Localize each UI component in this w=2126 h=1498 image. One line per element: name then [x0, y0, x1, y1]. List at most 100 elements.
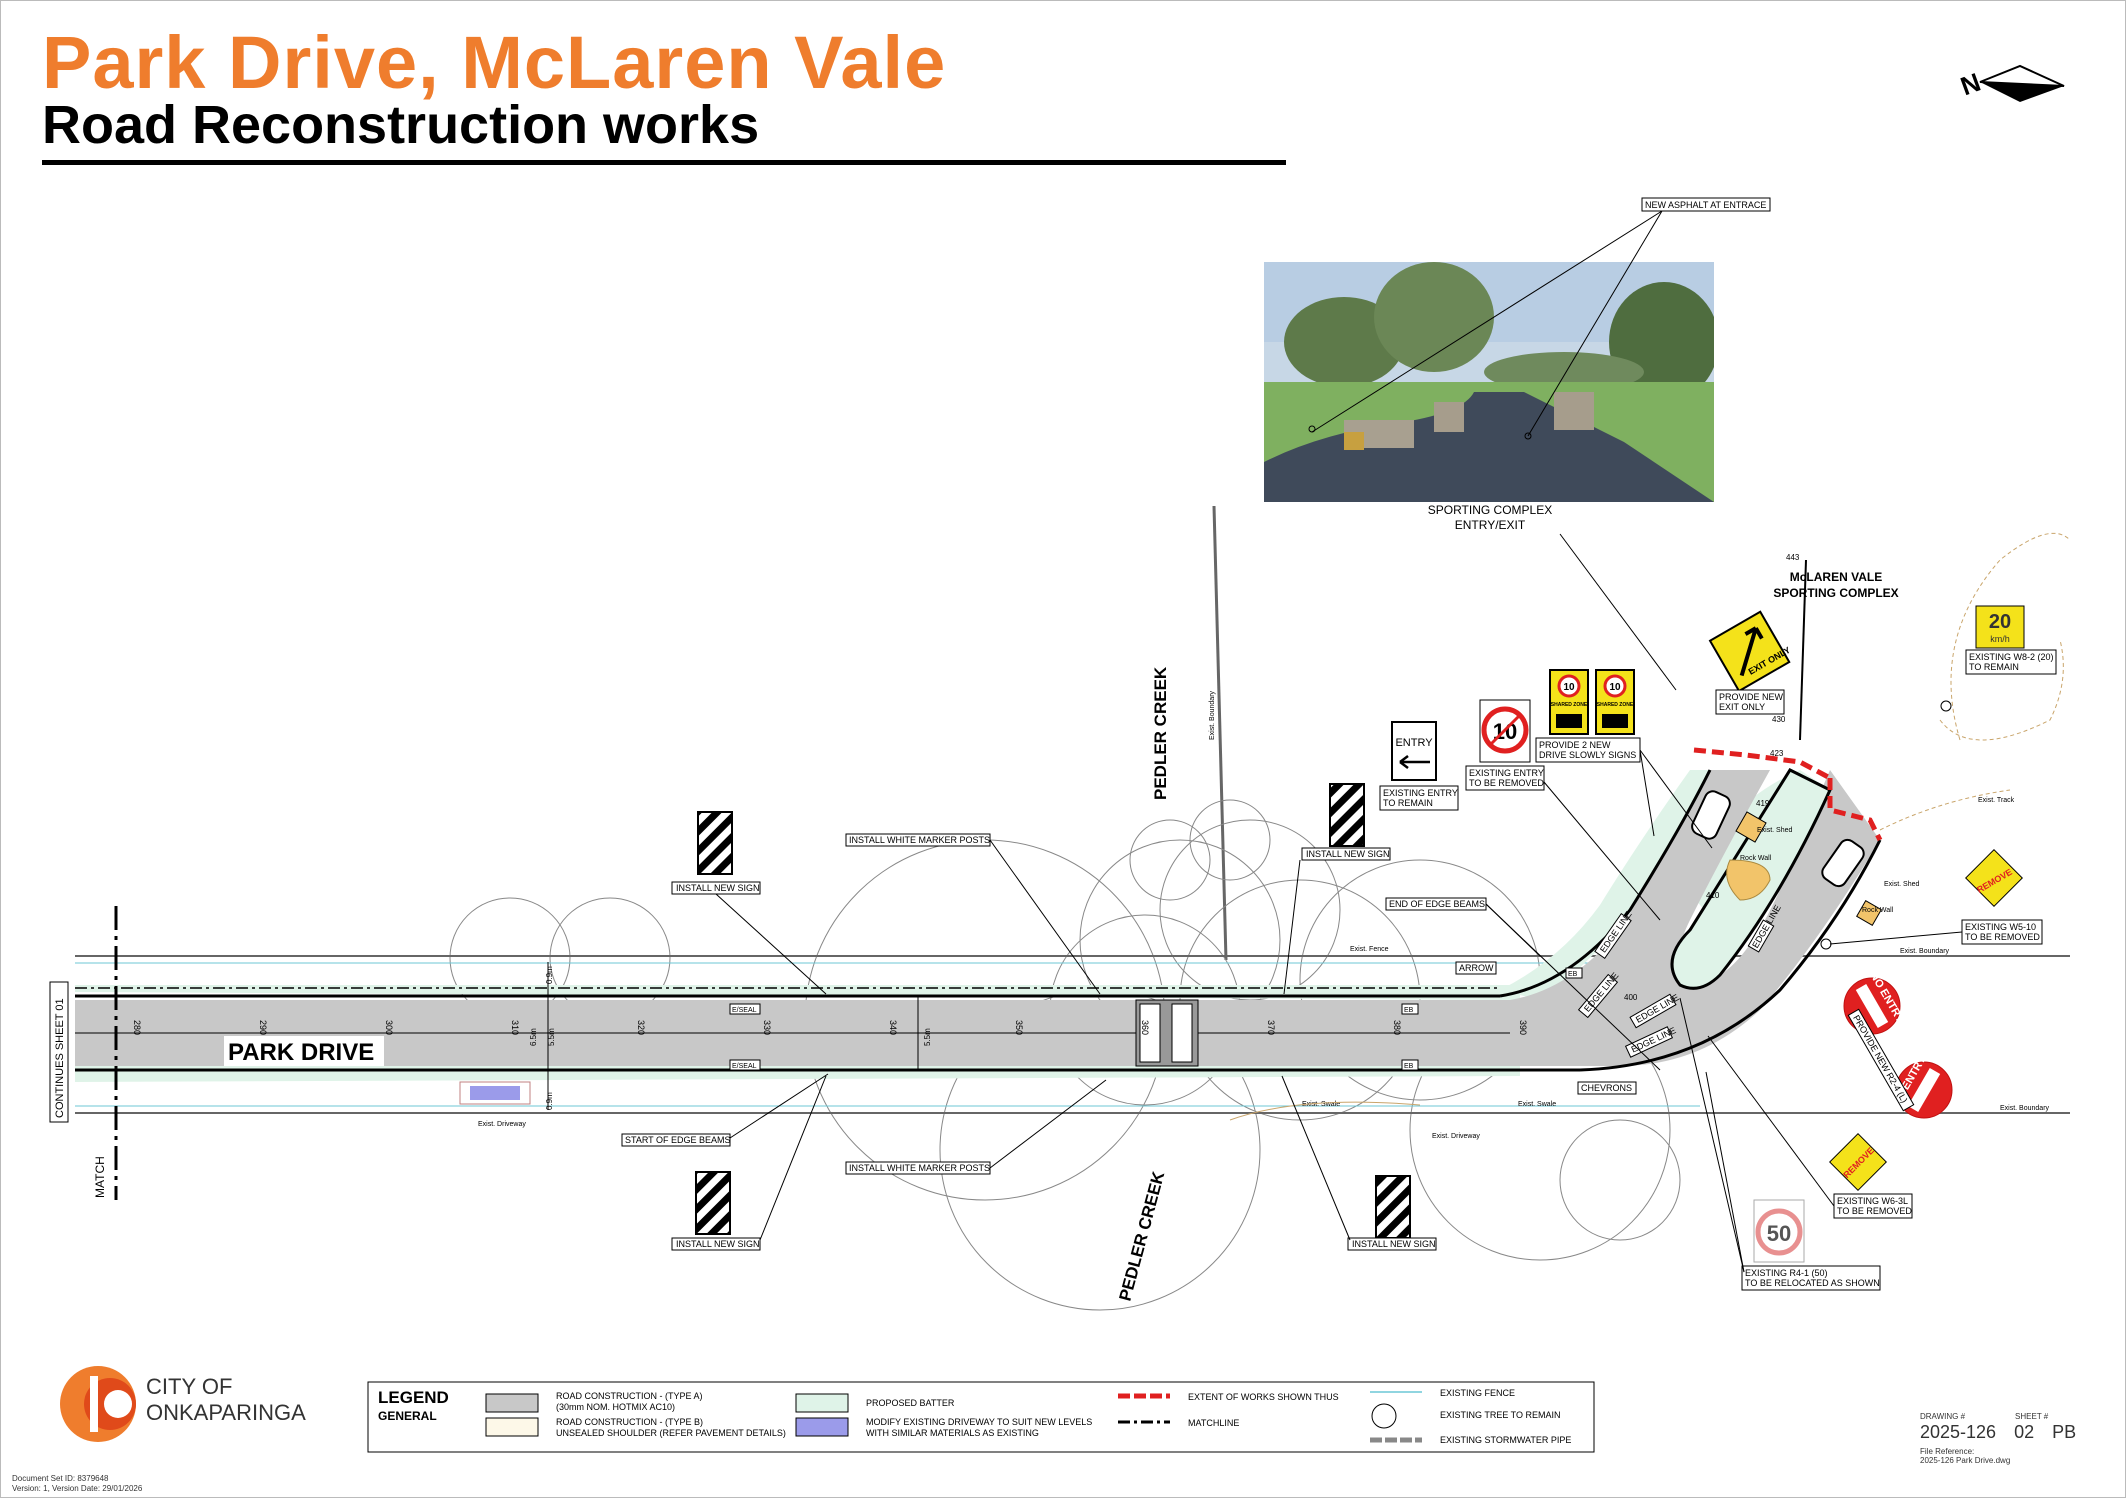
callout-drive-slowly-2: DRIVE SLOWLY SIGNS [1539, 750, 1636, 760]
label-exist-driveway-left: Exist. Driveway [478, 1121, 526, 1128]
chainage-419: 419 [1756, 799, 1770, 808]
label-exist-shed-1: Exist. Shed [1757, 827, 1793, 834]
matchline-label: MATCH [93, 1156, 107, 1198]
label-exist-boundary-top: Exist. Boundary [1209, 690, 1216, 740]
document-info: Document Set ID: 8379648 Version: 1, Ver… [12, 1474, 143, 1493]
svg-text:5.5m: 5.5m [547, 1028, 556, 1046]
callout-install-sign-2: INSTALL NEW SIGN [1306, 849, 1390, 859]
label-eseal-1: E/SEAL [732, 1007, 757, 1014]
svg-text:10: 10 [1563, 682, 1575, 693]
label-exist-track: Exist. Track [1978, 797, 2015, 804]
remove-sign-icon: REMOVE [1965, 849, 2023, 907]
chainage-423: 423 [1770, 749, 1784, 758]
callout-existing-entry-removed-1: EXISTING ENTRY [1469, 768, 1544, 778]
svg-text:360: 360 [1140, 1020, 1150, 1035]
label-rock-wall-2: Rock Wall [1862, 907, 1894, 914]
callout-start-edge-beams: START OF EDGE BEAMS [625, 1135, 731, 1145]
svg-text:390: 390 [1518, 1020, 1528, 1035]
svg-text:SHARED ZONE: SHARED ZONE [1597, 702, 1634, 708]
svg-text:280: 280 [132, 1020, 142, 1035]
label-exist-swale-1: Exist. Swale [1302, 1101, 1340, 1108]
speed-limit-50-sign-icon: 50 [1753, 1199, 1805, 1263]
chainage-443: 443 [1786, 553, 1800, 562]
entry-sign-icon: ENTRY [1391, 721, 1437, 781]
label-eb-3: EB [1568, 971, 1578, 978]
legend-type-b-2: UNSEALED SHOULDER (REFER PAVEMENT DETAIL… [556, 1428, 786, 1438]
svg-text:50: 50 [1767, 1221, 1791, 1246]
legend-tree: EXISTING TREE TO REMAIN [1440, 1410, 1561, 1420]
label-exist-boundary-bottom: Exist. Boundary [2000, 1105, 2050, 1112]
callout-w63l-2: TO BE REMOVED [1837, 1206, 1912, 1216]
continues-sheet-label: CONTINUES SHEET 01 [54, 998, 66, 1118]
svg-text:10: 10 [1609, 682, 1621, 693]
hazard-marker-icon [695, 783, 1411, 1239]
svg-text:370: 370 [1266, 1020, 1276, 1035]
callout-chevrons: CHEVRONS [1581, 1083, 1632, 1093]
svg-text:380: 380 [1392, 1020, 1402, 1035]
svg-text:0.9m: 0.9m [545, 966, 554, 984]
label-exist-shed-2: Exist. Shed [1884, 881, 1920, 888]
photo-caption-2: ENTRY/EXIT [1455, 518, 1526, 532]
north-arrow-icon: N [1960, 64, 2065, 102]
remove-sign-icon: REMOVE [1829, 1133, 1887, 1191]
callout-new-asphalt: NEW ASPHALT AT ENTRACE [1645, 200, 1766, 210]
speed-advisory-20-sign-icon: 20 km/h [1975, 605, 2025, 649]
city-logo [60, 1366, 136, 1442]
callout-install-sign-4: INSTALL NEW SIGN [1352, 1239, 1436, 1249]
legend-extent: EXTENT OF WORKS SHOWN THUS [1188, 1392, 1339, 1402]
callout-existing-entry-remain-1: EXISTING ENTRY [1383, 788, 1458, 798]
callout-r41-1: EXISTING R4-1 (50) [1745, 1268, 1828, 1278]
creek-name-bottom: PEDLER CREEK [1116, 1169, 1169, 1303]
callout-drive-slowly-1: PROVIDE 2 NEW [1539, 740, 1611, 750]
chainage-410: 410 [1706, 891, 1720, 900]
callout-w510-1: EXISTING W5-10 [1965, 922, 2036, 932]
label-exist-driveway-right: Exist. Driveway [1432, 1133, 1480, 1140]
svg-text:350: 350 [1014, 1020, 1024, 1035]
legend-batter: PROPOSED BATTER [866, 1398, 955, 1408]
svg-text:SHARED ZONE: SHARED ZONE [1551, 702, 1588, 708]
legend-driveway-1: MODIFY EXISTING DRIVEWAY TO SUIT NEW LEV… [866, 1417, 1092, 1427]
legend-title: LEGEND [378, 1388, 449, 1407]
chainage-ticks: 280 290 300 310 320 330 340 350 360 370 … [132, 1020, 1528, 1035]
legend-matchline: MATCHLINE [1188, 1418, 1239, 1428]
complex-name-1: McLAREN VALE [1790, 570, 1882, 584]
svg-text:310: 310 [510, 1020, 520, 1035]
car-icon [1691, 790, 1731, 840]
page-subtitle: Road Reconstruction works [42, 95, 760, 155]
creek-name-top: PEDLER CREEK [1151, 666, 1170, 800]
road-name: PARK DRIVE [228, 1039, 374, 1066]
svg-text:6.5m: 6.5m [529, 1028, 538, 1046]
city-logo-text: CITY OF ONKAPARINGA [146, 1374, 306, 1425]
label-eb-1: EB [1404, 1007, 1414, 1014]
callout-exit-only-2: EXIT ONLY [1719, 702, 1765, 712]
page-title: Park Drive, McLaren Vale [42, 21, 947, 104]
label-rock-wall-1: Rock Wall [1740, 855, 1772, 862]
legend-type-b-1: ROAD CONSTRUCTION - (TYPE B) [556, 1417, 703, 1427]
callout-white-markers-bottom: INSTALL WHITE MARKER POSTS [849, 1163, 990, 1173]
callout-w510-2: TO BE REMOVED [1965, 932, 2040, 942]
callout-install-sign-3: INSTALL NEW SIGN [676, 1239, 760, 1249]
svg-text:340: 340 [888, 1020, 898, 1035]
chainage-400: 400 [1624, 993, 1638, 1002]
svg-text:290: 290 [258, 1020, 268, 1035]
legend-fence: EXISTING FENCE [1440, 1388, 1515, 1398]
callout-r41-2: TO BE RELOCATED AS SHOWN [1745, 1278, 1880, 1288]
complex-name-2: SPORTING COMPLEX [1773, 586, 1898, 600]
entrance-photo [1264, 262, 1714, 502]
svg-text:20: 20 [1989, 611, 2011, 633]
label-eseal-2: E/SEAL [732, 1063, 757, 1070]
callout-w82-1: EXISTING W8-2 (20) [1969, 652, 2054, 662]
legend-driveway-2: WITH SIMILAR MATERIALS AS EXISTING [866, 1428, 1039, 1438]
svg-text:5.5m: 5.5m [923, 1028, 932, 1046]
legend-subtitle: GENERAL [378, 1409, 437, 1423]
photo-caption-1: SPORTING COMPLEX [1428, 503, 1552, 517]
legend-pipe: EXISTING STORMWATER PIPE [1440, 1435, 1571, 1445]
label-exist-fence: Exist. Fence [1350, 946, 1389, 953]
car-icon [1821, 838, 1865, 888]
speed-limit-10-sign-icon: 10 [1479, 699, 1531, 763]
callout-exit-only-1: PROVIDE NEW [1719, 692, 1784, 702]
callout-arrow: ARROW [1459, 963, 1494, 973]
svg-text:km/h: km/h [1990, 634, 2010, 644]
callout-end-edge-beams: END OF EDGE BEAMS [1389, 899, 1485, 909]
